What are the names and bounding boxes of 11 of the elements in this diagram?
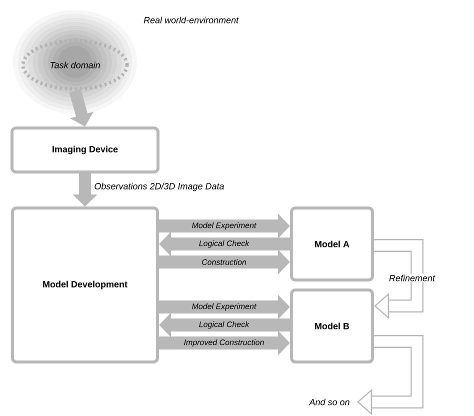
edge-label: And so on [308, 398, 351, 406]
edge-label: Observations 2D/3D Image Data [93, 182, 226, 192]
hollow-arrow [357, 335, 424, 416]
hollow-arrow [374, 239, 424, 320]
edge-label: Construction [201, 258, 247, 266]
caption-text: Real world-environment [144, 16, 239, 24]
process-box: Model A [290, 206, 374, 282]
process-box: Model B [290, 288, 374, 364]
process-box: Model Development [11, 206, 159, 364]
edge-label: Refinement [388, 274, 436, 282]
process-box: Imaging Device [10, 126, 160, 174]
